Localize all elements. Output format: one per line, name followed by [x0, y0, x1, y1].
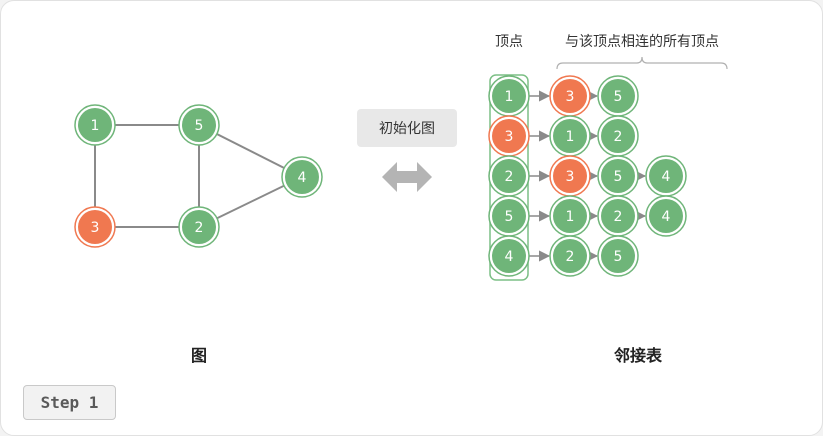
neighbor-node-4-5: 5 — [597, 235, 639, 277]
neighbor-node-5-2: 2 — [597, 195, 639, 237]
vertex-node-2: 2 — [488, 155, 530, 197]
graph-node-5: 5 — [178, 104, 220, 146]
neighbor-node-2-4-label: 4 — [662, 169, 671, 185]
neighbor-node-2-5-label: 5 — [614, 169, 623, 185]
action-label-box — [357, 109, 457, 147]
vertex-node-1: 1 — [488, 75, 530, 117]
neighbor-node-5-1-label: 1 — [566, 209, 575, 225]
graph-nodes: 1 5 4 3 2 — [74, 104, 323, 248]
graph-node-3: 3 — [74, 206, 116, 248]
double-arrow-icon — [382, 162, 432, 192]
graph-node-1-label: 1 — [91, 118, 100, 134]
neighbor-node-4-5-label: 5 — [614, 249, 623, 265]
vertex-header: 顶点 — [495, 34, 523, 50]
vertex-node-3: 3 — [488, 115, 530, 157]
neighbor-node-3-2-label: 2 — [614, 129, 623, 145]
graph-node-2: 2 — [178, 206, 220, 248]
vertex-node-1-label: 1 — [505, 89, 514, 105]
neighbor-node-3-1-label: 1 — [566, 129, 575, 145]
neighbor-node-3-1: 1 — [549, 115, 591, 157]
neighbor-node-1-3-label: 3 — [566, 89, 575, 105]
neighbor-node-4-2-label: 2 — [566, 249, 575, 265]
vertex-node-5: 5 — [488, 195, 530, 237]
neighbor-node-4-2: 2 — [549, 235, 591, 277]
vertex-node-5-label: 5 — [505, 209, 514, 225]
neighbor-node-5-1: 1 — [549, 195, 591, 237]
vertex-node-4-label: 4 — [505, 249, 514, 265]
graph-node-2-label: 2 — [195, 220, 204, 236]
neighbor-node-2-4: 4 — [645, 155, 687, 197]
neighbors-header: 与该顶点相连的所有顶点 — [565, 34, 719, 50]
graph-node-4-label: 4 — [298, 170, 307, 186]
graph-node-4: 4 — [281, 156, 323, 198]
action-label: 初始化图 — [379, 120, 435, 137]
vertex-node-3-label: 3 — [505, 129, 514, 145]
vertex-node-2-label: 2 — [505, 169, 514, 185]
neighbor-node-1-5-label: 5 — [614, 89, 623, 105]
graph-caption: 图 — [191, 346, 207, 365]
neighbor-node-1-5: 5 — [597, 75, 639, 117]
neighbor-node-5-4-label: 4 — [662, 209, 671, 225]
adjacency-rows: 1 3 5 3 1 2 2 3 5 4 5 1 2 4 4 2 5 — [488, 75, 687, 277]
neighbors-brace — [556, 56, 728, 70]
graph-node-1: 1 — [74, 104, 116, 146]
graph-node-3-label: 3 — [91, 220, 100, 236]
graph-node-5-label: 5 — [195, 118, 204, 134]
neighbor-node-2-3: 3 — [549, 155, 591, 197]
vertex-node-4: 4 — [488, 235, 530, 277]
neighbor-node-1-3: 3 — [549, 75, 591, 117]
initialize-action: 初始化图 — [357, 109, 457, 192]
neighbor-node-2-5: 5 — [597, 155, 639, 197]
neighbor-node-5-4: 4 — [645, 195, 687, 237]
neighbor-node-3-2: 2 — [597, 115, 639, 157]
step-button[interactable]: Step 1 — [23, 385, 116, 420]
adjacency-caption: 邻接表 — [614, 346, 663, 365]
neighbor-node-2-3-label: 3 — [566, 169, 575, 185]
neighbor-node-5-2-label: 2 — [614, 209, 623, 225]
